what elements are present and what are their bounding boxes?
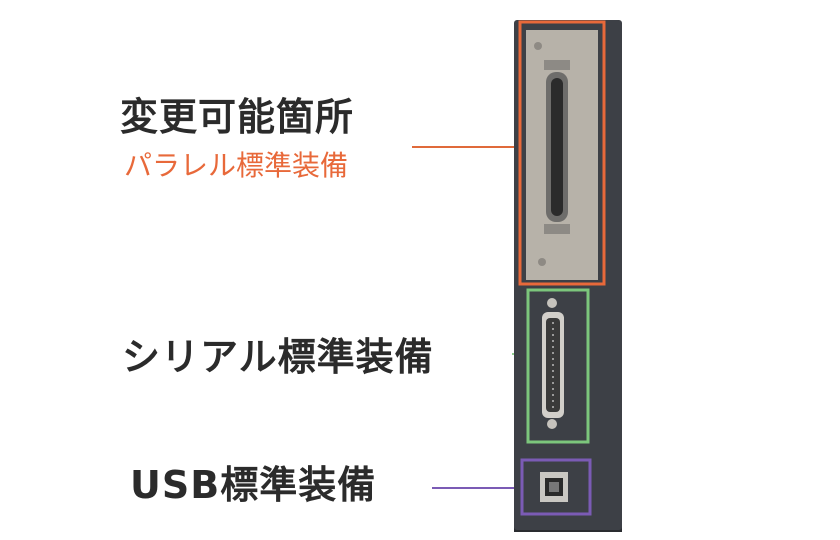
usb-leader-line xyxy=(432,487,520,489)
interface-panel-graphic xyxy=(518,20,606,516)
parallel-highlight-frame xyxy=(518,20,606,286)
usb-b-connector-icon xyxy=(540,472,568,502)
screw-icon xyxy=(538,258,546,266)
parallel-label: パラレル標準装備 xyxy=(124,149,349,182)
usb-section xyxy=(520,458,592,516)
db25-serial-connector-icon xyxy=(542,312,564,418)
parallel-section xyxy=(518,20,606,286)
usb-label: USB標準装備 xyxy=(130,463,377,507)
interface-panel xyxy=(514,20,622,530)
serial-section xyxy=(526,288,590,444)
serial-highlight-frame xyxy=(526,288,590,444)
serial-label: シリアル標準装備 xyxy=(122,335,434,379)
screw-icon xyxy=(547,298,557,308)
parallel-leader-line xyxy=(412,146,518,148)
changeable-area-heading: 変更可能箇所 xyxy=(120,95,355,139)
usb-highlight-frame xyxy=(520,458,592,516)
db36-parallel-connector-icon xyxy=(544,60,570,234)
screw-icon xyxy=(534,42,542,50)
screw-icon xyxy=(547,419,557,429)
